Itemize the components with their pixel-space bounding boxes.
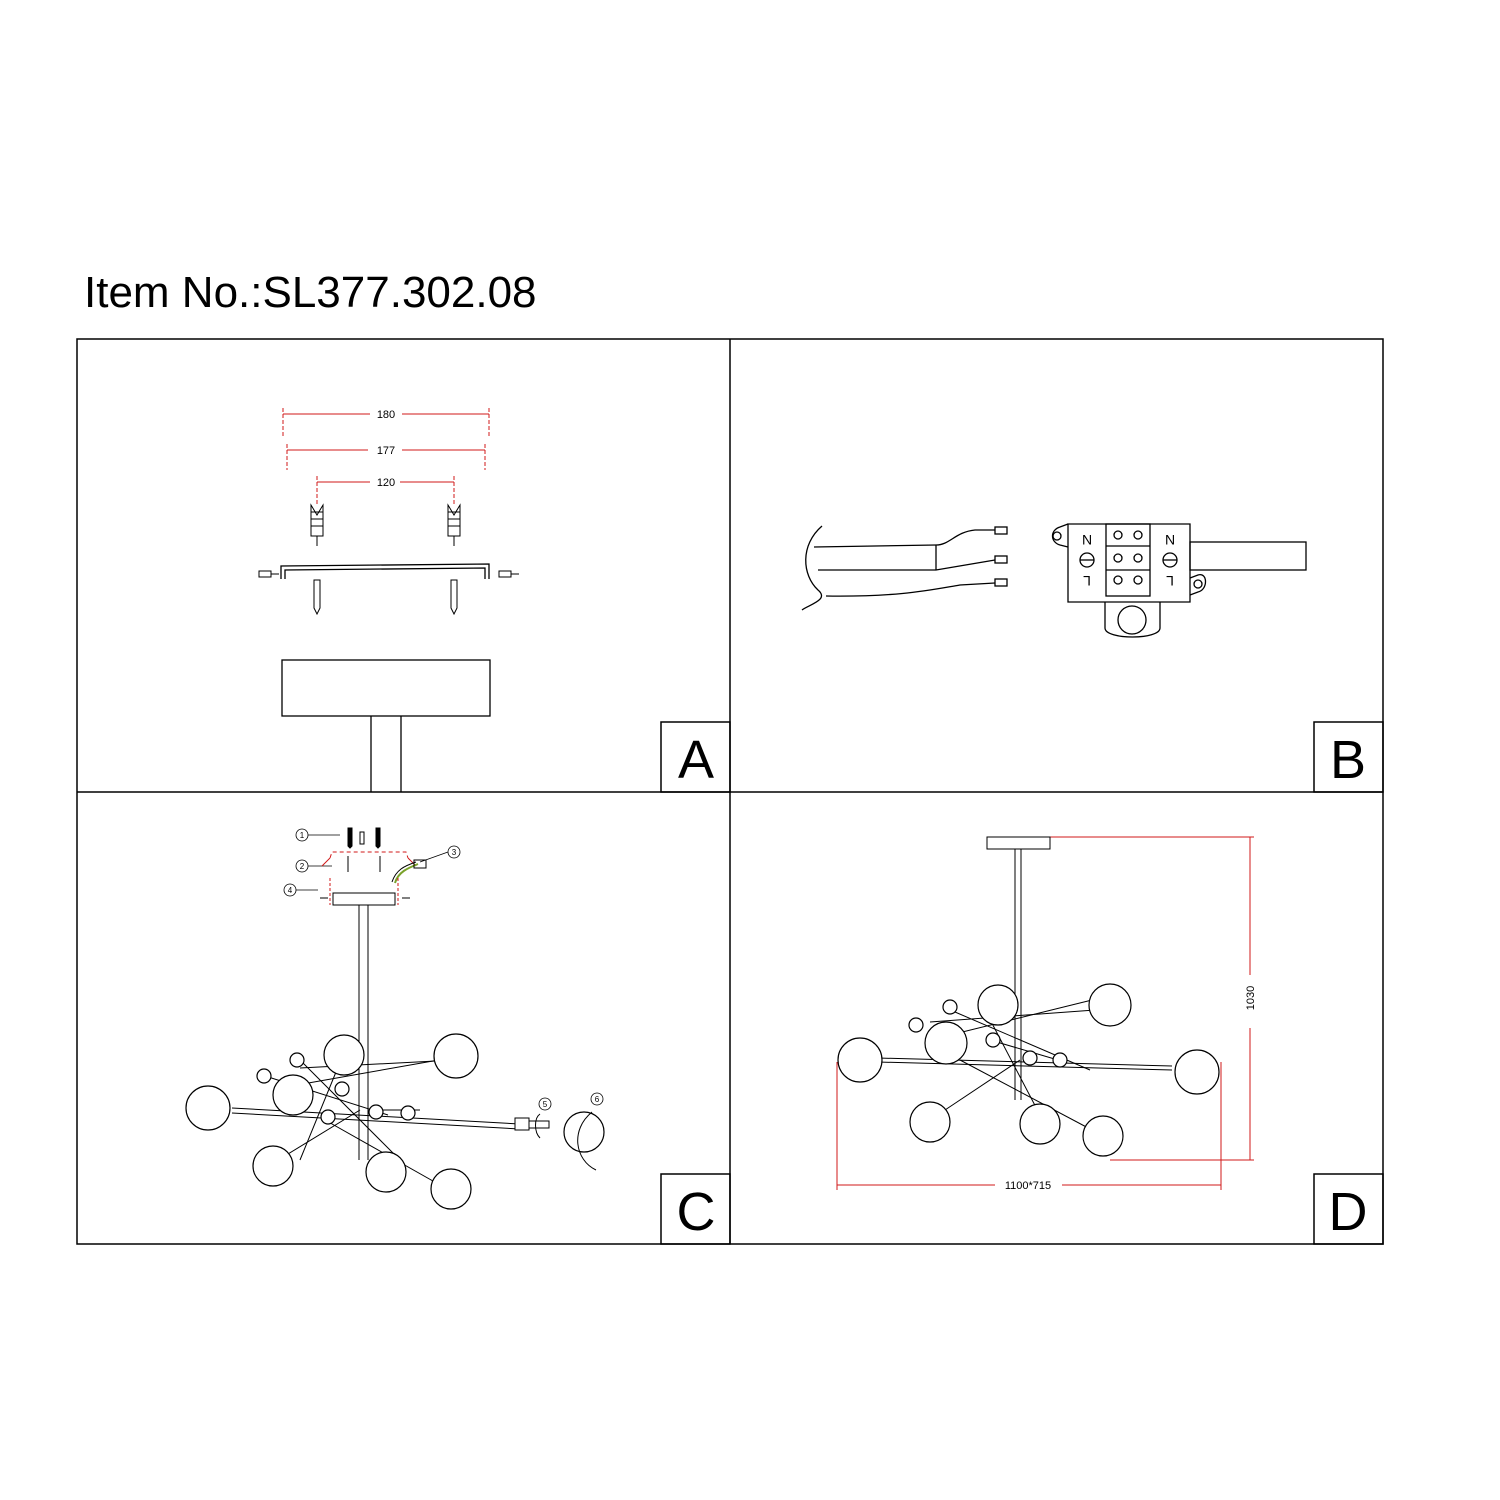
step-number-4: 4	[288, 886, 293, 895]
height-dimension-label: 1030	[1245, 986, 1257, 1010]
dim-label-120: 120	[377, 477, 395, 489]
bracket-screws-icons	[258, 570, 519, 616]
panel-b-drawing	[801, 523, 1307, 638]
dim-label-180: 180	[377, 409, 395, 421]
dimension-lines-a	[282, 408, 490, 505]
terminal-labels: N L N L	[1082, 532, 1175, 589]
panel-letter-b: B	[1330, 730, 1366, 790]
canopy-exploded	[320, 827, 427, 1160]
terminal-left-l-label: L	[1083, 573, 1091, 589]
panel-letter-a: A	[678, 730, 714, 790]
wall-anchor-icons	[310, 503, 461, 546]
panel-letter-d: D	[1329, 1182, 1368, 1242]
ceiling-canopy	[281, 659, 491, 792]
panel-letter-c: C	[677, 1182, 716, 1242]
dimension-lines-d	[836, 836, 1254, 1190]
glass-globes-c	[185, 1033, 605, 1210]
dim-label-177: 177	[377, 445, 395, 457]
panel-d-drawing: 1030 1100*715	[836, 836, 1257, 1192]
power-cable	[801, 525, 1008, 611]
item-number-title: Item No.:SL377.302.08	[84, 268, 537, 317]
terminal-right-n-label: N	[1165, 532, 1175, 548]
step-number-6: 6	[595, 1095, 600, 1104]
panel-frame	[76, 338, 1384, 1245]
step-number-1: 1	[300, 831, 305, 840]
panel-a-drawing: 180 177 120	[258, 408, 519, 792]
terminal-left-n-label: N	[1082, 532, 1092, 548]
step-number-3: 3	[452, 848, 457, 857]
step-number-2: 2	[300, 862, 305, 871]
terminal-block	[1051, 523, 1307, 638]
width-dimension-label: 1100*715	[1005, 1180, 1051, 1192]
panel-c-drawing: 1 2 3 4 5 6	[185, 827, 605, 1210]
step-number-5: 5	[543, 1100, 548, 1109]
mounting-bracket	[280, 563, 490, 579]
glass-globes-d	[837, 983, 1220, 1157]
terminal-right-l-label: L	[1166, 573, 1174, 589]
chandelier-d	[877, 836, 1173, 1131]
bulb-holder-step	[514, 1111, 597, 1171]
